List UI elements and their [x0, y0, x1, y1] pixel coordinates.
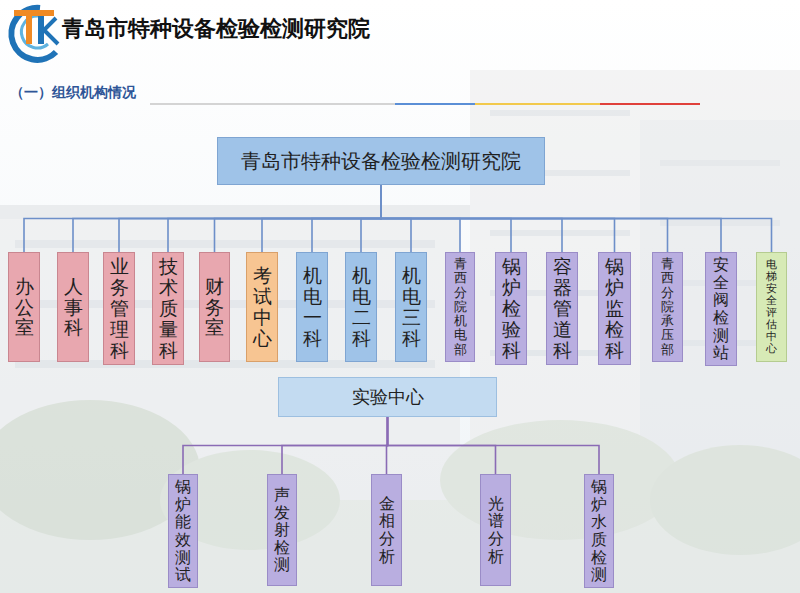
department-box: 锅炉检验科 — [495, 252, 527, 365]
box-text: 机电一科 — [303, 265, 322, 349]
department-box: 安全阀检测站 — [705, 252, 737, 366]
box-text: 金相分析 — [379, 495, 395, 565]
box-text: 青西分院承压部 — [661, 257, 674, 357]
box-text: 机电三科 — [402, 265, 421, 349]
lab-unit-box: 锅炉水质检测 — [584, 474, 614, 588]
box-text: 容器管道科 — [553, 256, 572, 360]
box-text: 光谱分析 — [488, 495, 504, 565]
department-box: 青西分院承压部 — [652, 252, 683, 362]
org-connector — [282, 417, 388, 474]
box-text: 青岛市特种设备检验检测研究院 — [241, 149, 521, 173]
department-box: 人事科 — [57, 252, 89, 362]
page-title: 青岛市特种设备检验检测研究院 — [62, 14, 370, 44]
box-text: 锅炉检验科 — [502, 256, 521, 360]
box-text: 实验中心 — [352, 386, 424, 408]
org-connector — [361, 185, 381, 252]
lab-unit-box: 金相分析 — [371, 474, 402, 586]
org-connector — [168, 185, 381, 252]
department-box: 机电二科 — [345, 252, 377, 362]
org-connector — [215, 185, 382, 252]
box-text: 人事科 — [64, 276, 83, 339]
lab-center-box: 实验中心 — [278, 377, 497, 417]
department-box: 锅炉监检科 — [598, 252, 631, 365]
org-connector — [388, 417, 600, 474]
department-box: 技术质量科 — [152, 252, 184, 365]
org-connector — [183, 417, 388, 474]
box-text: 办公室 — [15, 276, 34, 339]
box-text: 技术质量科 — [159, 256, 178, 360]
department-box: 考试中心 — [246, 252, 278, 362]
section-subtitle: （一）组织机构情况 — [10, 84, 136, 102]
department-box: 办公室 — [8, 252, 40, 362]
box-text: 声发射检测 — [274, 486, 290, 574]
org-connector — [312, 185, 381, 252]
department-box: 机电三科 — [395, 252, 427, 362]
box-text: 青西分院机电部 — [454, 257, 467, 357]
box-text: 机电二科 — [352, 265, 371, 349]
department-box: 机电一科 — [296, 252, 328, 362]
org-connector — [24, 185, 381, 252]
box-text: 业务管理科 — [110, 256, 129, 360]
org-connector — [262, 185, 381, 252]
lab-unit-box: 声发射检测 — [267, 474, 297, 586]
org-connector — [73, 185, 381, 252]
org-root-box: 青岛市特种设备检验检测研究院 — [217, 137, 545, 185]
lab-unit-box: 锅炉能效测试 — [168, 474, 198, 588]
department-box: 容器管道科 — [546, 252, 578, 365]
org-connector — [119, 185, 381, 252]
box-text: 锅炉能效测试 — [175, 478, 191, 584]
box-text: 锅炉监检科 — [605, 256, 624, 360]
box-text: 电梯安全评估中心 — [766, 259, 777, 356]
logo — [11, 8, 58, 60]
org-connector — [381, 185, 772, 252]
box-text: 锅炉水质检测 — [591, 478, 607, 584]
department-box: 电梯安全评估中心 — [756, 252, 787, 362]
subtitle-rule — [150, 103, 700, 105]
lab-unit-box: 光谱分析 — [480, 474, 511, 586]
box-text: 财务室 — [205, 276, 224, 339]
department-box: 财务室 — [199, 252, 230, 362]
department-box: 业务管理科 — [103, 252, 135, 365]
department-box: 青西分院机电部 — [445, 252, 475, 362]
box-text: 考试中心 — [253, 265, 272, 349]
box-text: 安全阀检测站 — [713, 256, 729, 362]
